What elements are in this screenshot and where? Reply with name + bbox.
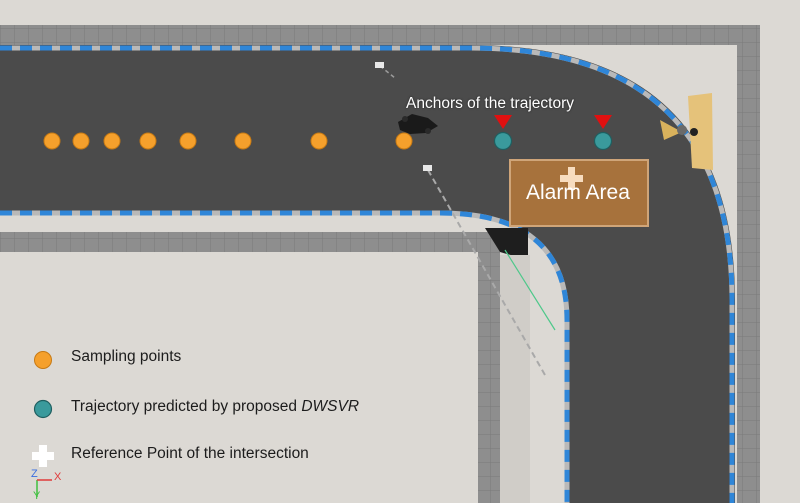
legend-trajectory-prefix: Trajectory predicted by proposed xyxy=(71,398,302,415)
wall-inner-right xyxy=(478,232,500,503)
trajectory-curve xyxy=(504,249,556,331)
sampling-point xyxy=(43,132,61,150)
wall-top xyxy=(0,25,760,45)
sampling-point xyxy=(310,132,328,150)
alarm-area xyxy=(509,159,649,227)
anchor-marker xyxy=(594,115,612,129)
road-outer-stripe-blue xyxy=(0,45,735,503)
inner-strip xyxy=(500,255,530,503)
legend-trajectory-label: Trajectory predicted by proposed DWSVR xyxy=(71,398,359,416)
sampling-point xyxy=(234,132,252,150)
trajectory-point xyxy=(493,131,513,151)
trajectory-point xyxy=(593,131,613,151)
wall-right xyxy=(737,25,760,503)
sampling-points xyxy=(43,132,413,150)
sampling-point xyxy=(395,132,413,150)
legend-reference-icon xyxy=(32,445,54,467)
wall-inner-top xyxy=(0,232,500,252)
sampling-point xyxy=(103,132,121,150)
axis-y-label: Y xyxy=(33,490,41,502)
corner-shadow xyxy=(485,228,528,260)
lamp-icon xyxy=(660,93,713,170)
axis-z-label: Z xyxy=(31,468,38,480)
camera-icon xyxy=(375,62,432,171)
trajectory-points xyxy=(493,131,613,151)
anchor-marker xyxy=(494,115,512,129)
anchors-label: Anchors of the trajectory xyxy=(406,95,574,112)
legend-trajectory-method: DWSVR xyxy=(301,398,360,415)
axis-gizmo xyxy=(36,479,52,497)
axis-x-label: X xyxy=(54,471,62,483)
reference-point-cross xyxy=(560,167,583,190)
legend-sampling-label: Sampling points xyxy=(71,348,182,365)
sampling-point xyxy=(139,132,157,150)
road-inner-stripe-blue xyxy=(0,210,570,503)
sampling-point xyxy=(72,132,90,150)
alarm-area-label: Alarm Area xyxy=(526,181,630,204)
anchor-markers xyxy=(494,115,612,129)
car-icon xyxy=(398,114,438,134)
legend-reference-label: Reference Point of the intersection xyxy=(71,445,309,462)
sampling-point xyxy=(179,132,197,150)
legend-trajectory-icon xyxy=(33,399,53,419)
legend-sampling-icon xyxy=(34,351,52,369)
